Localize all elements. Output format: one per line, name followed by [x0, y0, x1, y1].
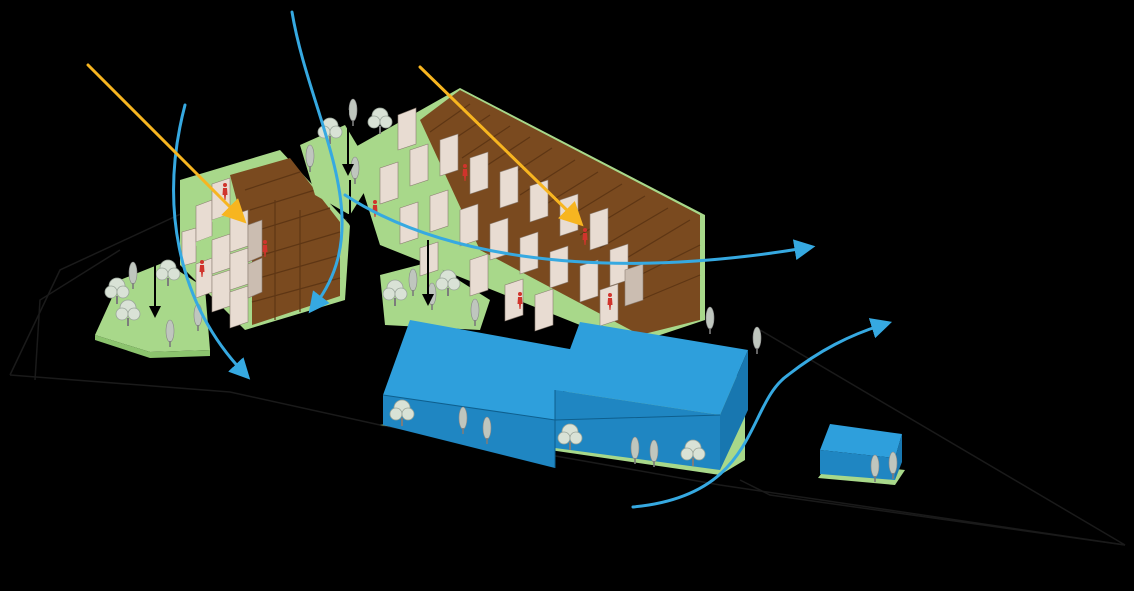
wind-arrows — [172, 10, 893, 509]
wind-arrow-left — [172, 103, 251, 380]
wind-arrow-right — [631, 318, 893, 509]
sun-arrow-left — [86, 63, 247, 224]
down-arrows — [149, 110, 434, 318]
main-blue-building — [382, 320, 748, 470]
wind-arrow-top — [290, 10, 344, 314]
sun-arrow-right — [418, 65, 584, 227]
sun-arrows — [86, 63, 584, 227]
wind-arrow-middle — [343, 193, 816, 265]
